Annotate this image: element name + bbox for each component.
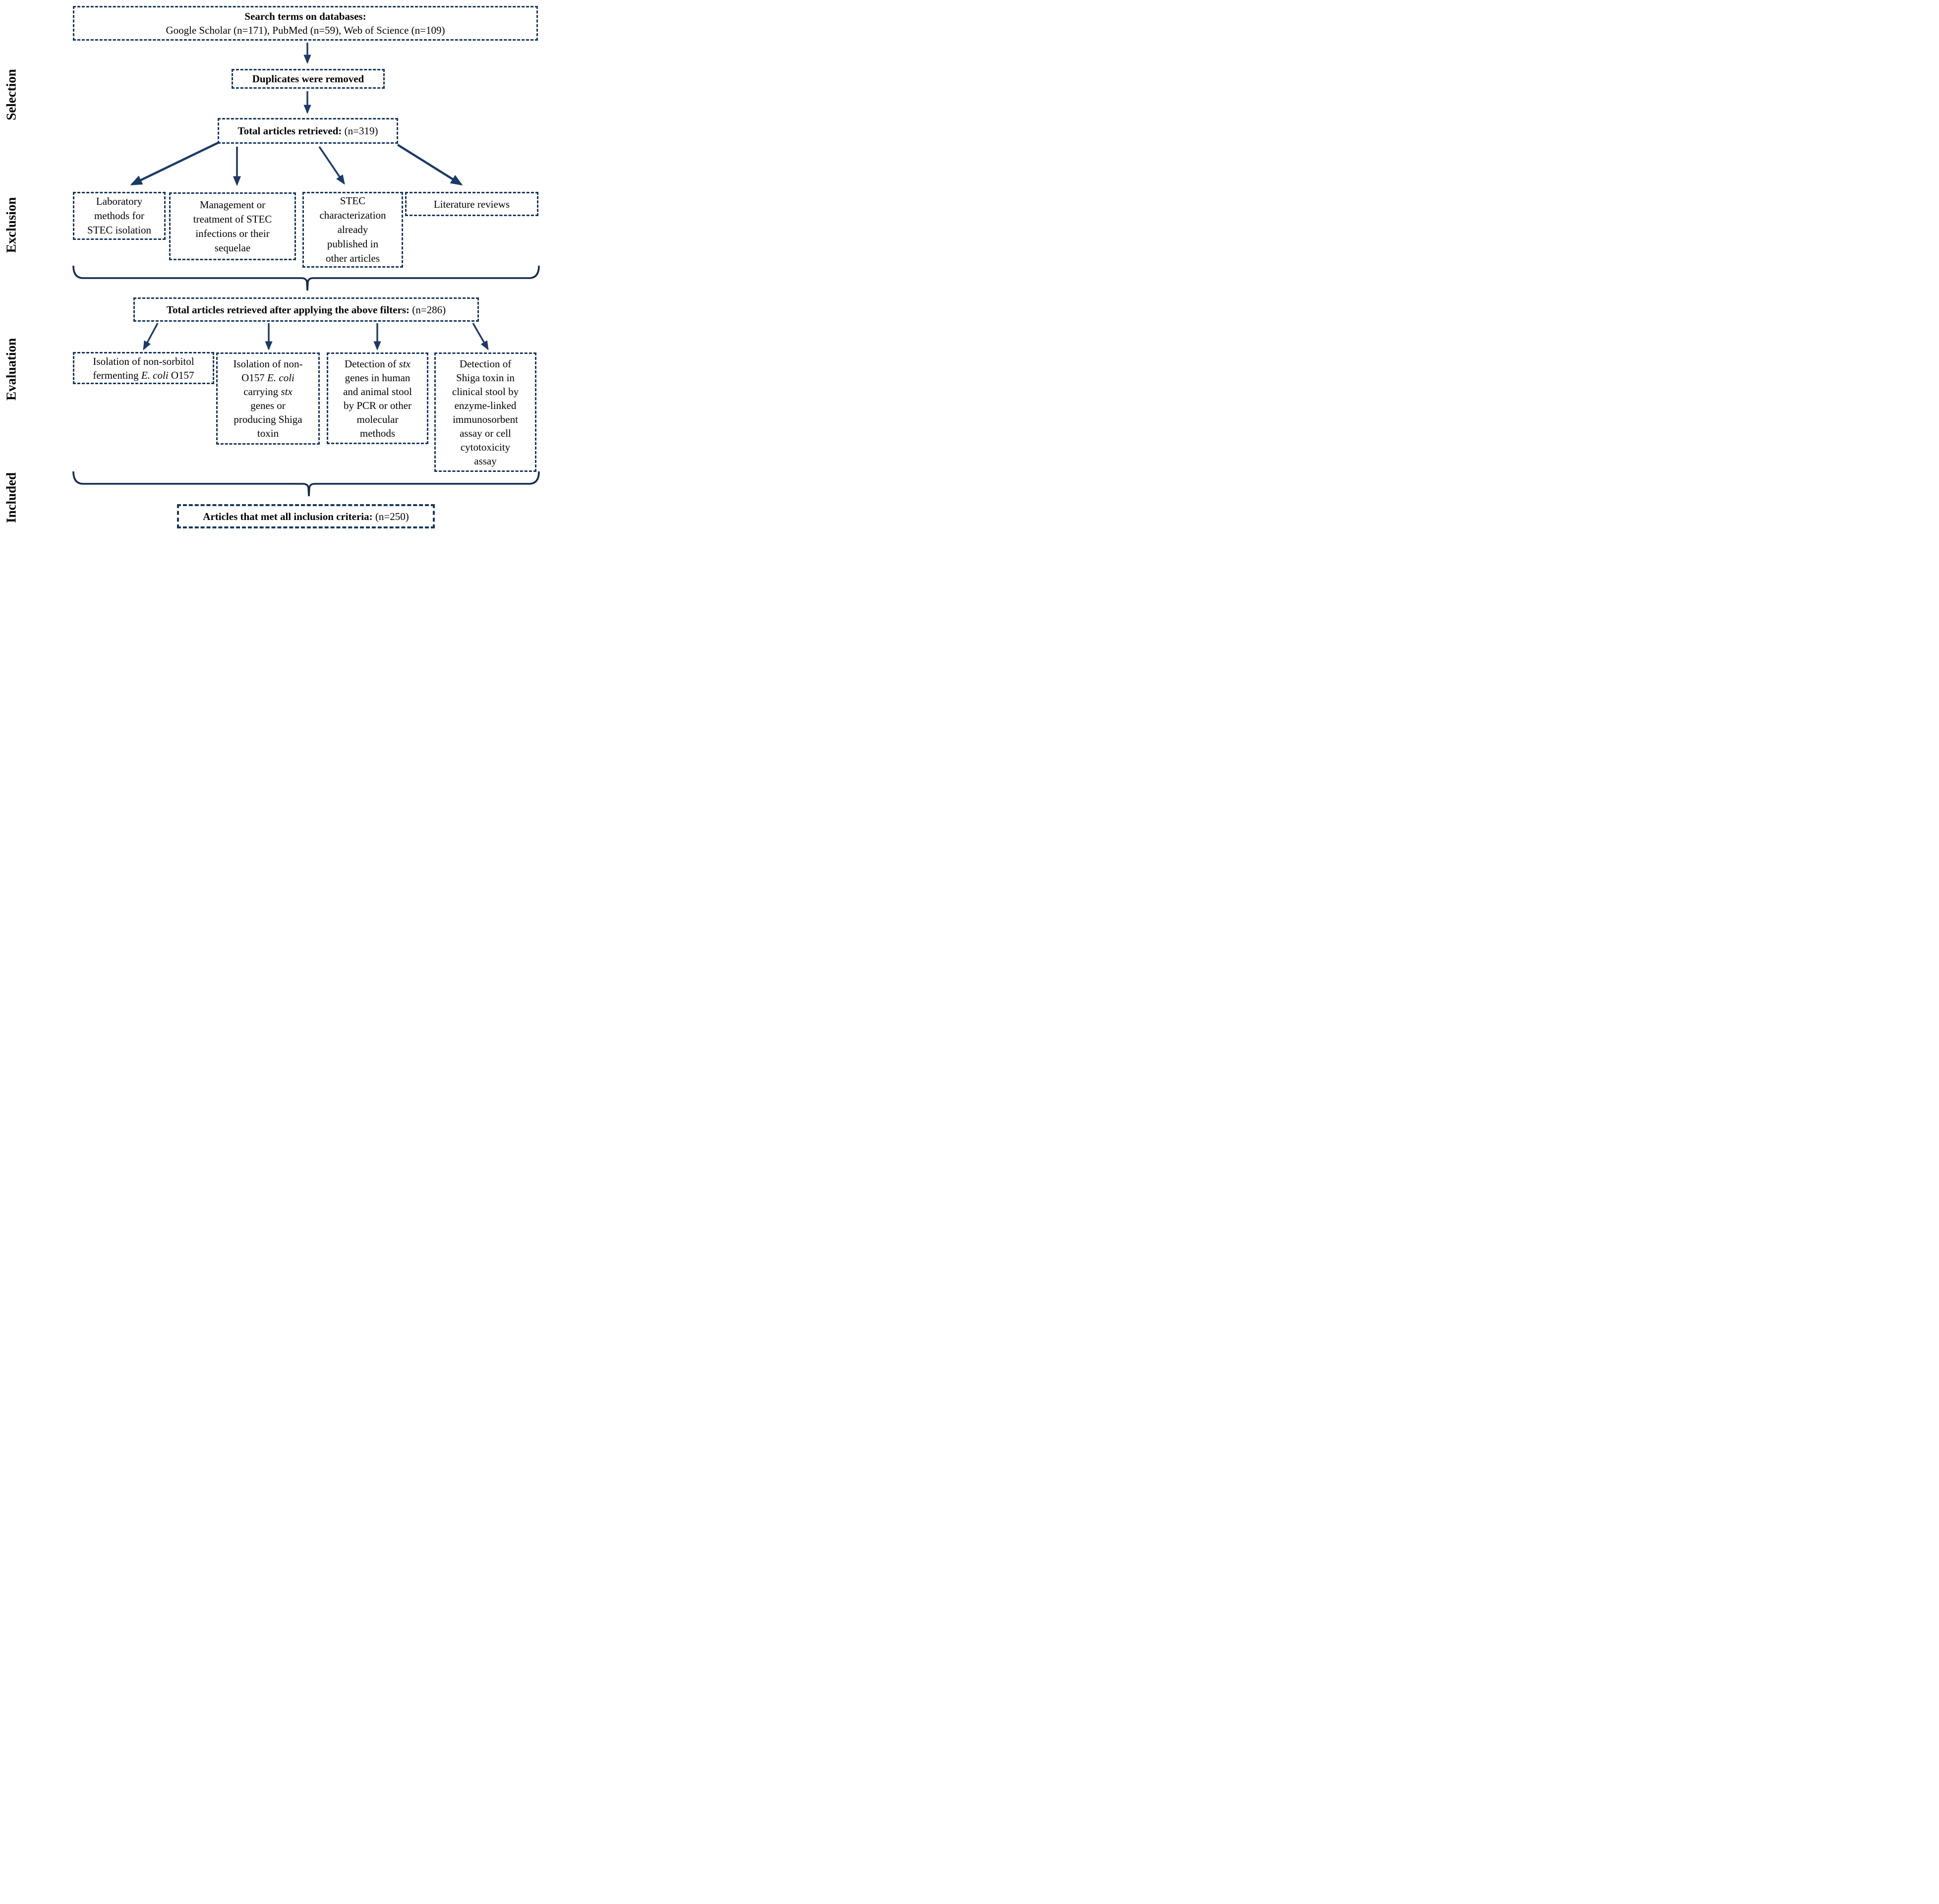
- stage-label-evaluation: Evaluation: [3, 338, 19, 401]
- literature-selection-flowchart: Selection Exclusion Evaluation Included …: [0, 0, 545, 535]
- filtered-total-box: Total articles retrieved after applying …: [133, 297, 479, 322]
- included-articles-box: Articles that met all inclusion criteria…: [177, 504, 435, 528]
- search-terms-box: Search terms on databases:Google Scholar…: [73, 6, 538, 41]
- stage-label-exclusion: Exclusion: [3, 197, 19, 253]
- stage-label-selection: Selection: [3, 69, 19, 120]
- exclusion-box-literature-reviews: Literature reviews: [405, 192, 538, 216]
- duplicates-removed-box: Duplicates were removed: [232, 69, 385, 89]
- stage-label-included: Included: [3, 472, 19, 523]
- total-retrieved-box: Total articles retrieved: (n=319): [218, 118, 398, 144]
